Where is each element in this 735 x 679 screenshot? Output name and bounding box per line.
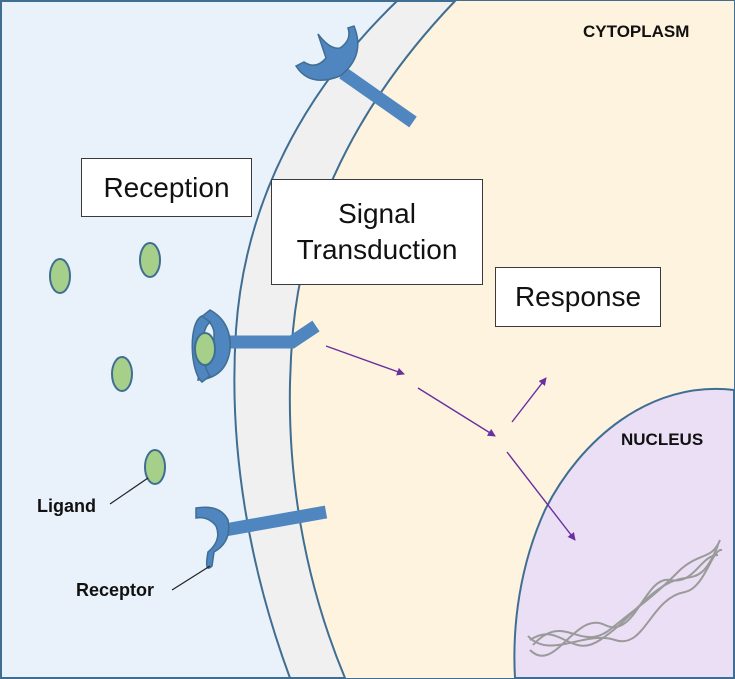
ligand-icon <box>139 242 161 278</box>
transduction-text: Transduction <box>296 234 458 265</box>
response-label: Response <box>495 267 661 327</box>
signal-text: Signal <box>338 197 416 229</box>
ligand-icon <box>144 449 166 485</box>
receptor-label: Receptor <box>76 580 155 600</box>
ligand-icon <box>49 258 71 294</box>
ligand-icon <box>111 356 133 392</box>
arrow-icon <box>511 377 547 423</box>
ligand-label: Ligand <box>37 496 96 516</box>
nucleus-region <box>513 387 735 679</box>
arrow-icon <box>417 387 496 437</box>
reception-label: Reception <box>81 158 252 217</box>
ligand-leader-line <box>109 477 149 505</box>
receptor-icon <box>195 505 328 569</box>
dna-icon <box>527 539 723 657</box>
arrow-icon <box>506 451 576 541</box>
ligand-icon <box>194 332 216 366</box>
signal-transduction-label: Signal Transduction <box>271 179 483 285</box>
cytoplasm-label: CYTOPLASM <box>583 22 690 41</box>
reception-text: Reception <box>103 171 230 203</box>
receptor-icon <box>294 25 417 128</box>
receptor-leader-line <box>171 565 211 591</box>
nucleus-label: NUCLEUS <box>621 430 704 449</box>
arrow-icon <box>325 345 405 376</box>
response-text: Response <box>514 281 642 312</box>
